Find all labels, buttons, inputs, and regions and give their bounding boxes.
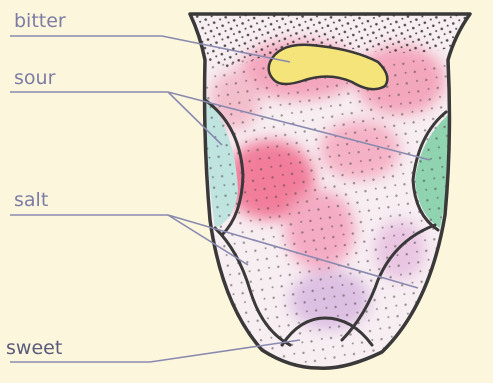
label-bitter: bitter xyxy=(14,10,66,32)
papillae-texture xyxy=(200,60,460,370)
label-sweet: sweet xyxy=(6,337,62,359)
label-sour: sour xyxy=(14,67,56,89)
label-salt: salt xyxy=(14,189,48,211)
